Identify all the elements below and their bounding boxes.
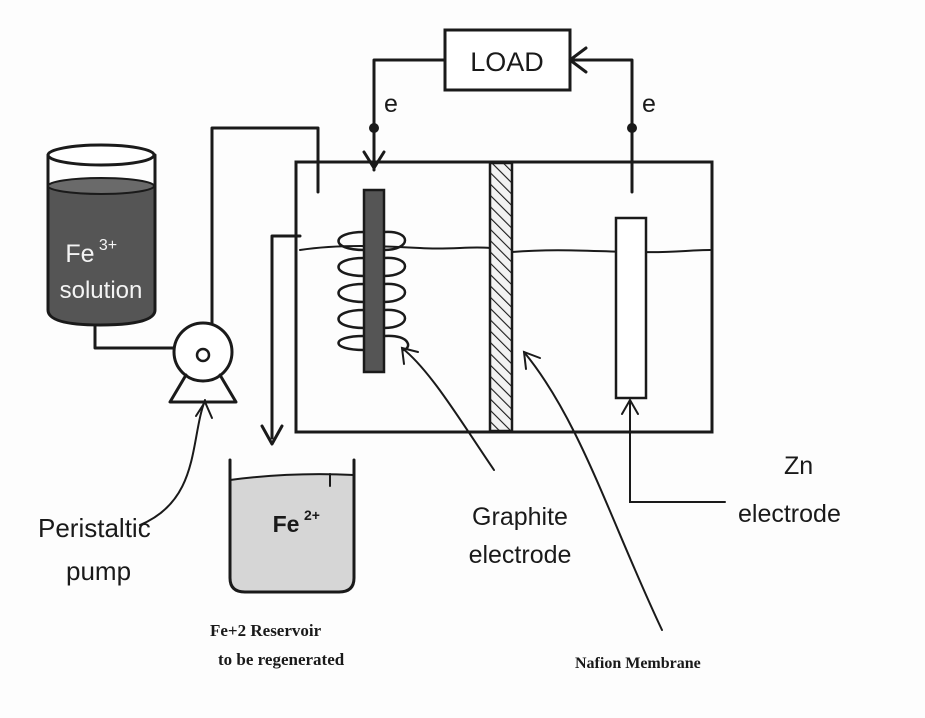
- pointer-lines: [139, 346, 726, 631]
- fe3-liquid: [48, 185, 155, 325]
- graphite-rod: [362, 188, 386, 374]
- fe2-label: Fe: [273, 511, 300, 537]
- fe2-reservoir: Fe 2+: [228, 458, 356, 594]
- left-arrowhead: [362, 150, 386, 170]
- load-arrowhead: [568, 46, 588, 74]
- nafion-label: Nafion Membrane: [575, 655, 701, 672]
- left-wire: [372, 58, 447, 172]
- zn-pointer: [629, 401, 726, 503]
- zn-electrode-label: electrode: [738, 500, 841, 528]
- pump-outlet-tube: [210, 126, 320, 325]
- pump-body: [172, 321, 234, 383]
- fe3-solution-tank: Fe 3+ solution: [46, 143, 157, 327]
- nafion-pointer: [523, 351, 663, 631]
- load-label: LOAD: [470, 47, 544, 77]
- pump-label: pump: [66, 556, 131, 586]
- fe3-superscript: 3+: [99, 237, 117, 254]
- graphite-pointer: [401, 347, 495, 471]
- fe3-tank-rim: [46, 143, 156, 167]
- pump-rotor: [195, 347, 211, 363]
- drain-arrowhead: [260, 424, 284, 446]
- zn-label: Zn: [784, 452, 813, 480]
- right-junction-dot: [627, 123, 637, 133]
- labels: Peristaltic pump Graphite electrode Zn e…: [38, 452, 841, 672]
- zn-electrode: [614, 216, 648, 400]
- fe3-liquid-surface: [47, 177, 155, 195]
- coil: [337, 230, 410, 352]
- fe2-superscript: 2+: [304, 507, 320, 523]
- reservoir-label-1: Fe+2 Reservoir: [210, 621, 322, 640]
- fe3-solution-label: solution: [60, 277, 143, 304]
- reservoir-label-2: to be regenerated: [218, 650, 345, 669]
- nafion-membrane: [488, 161, 514, 433]
- graphite-electrode-label: electrode: [469, 541, 572, 569]
- left-junction-dot: [369, 123, 379, 133]
- fe3-label: Fe: [65, 240, 94, 268]
- pump-stand: [168, 373, 238, 404]
- right-wire: [568, 58, 634, 194]
- pump-inlet-tube: [93, 323, 177, 350]
- pump-pointer: [139, 399, 206, 526]
- peristaltic-pump: [93, 126, 320, 404]
- fe2-container: [228, 458, 356, 594]
- drain-tube: [270, 234, 302, 440]
- electron-label-right: e: [642, 90, 656, 118]
- left-liquid-level: [299, 245, 491, 251]
- electron-label-left: e: [384, 90, 398, 118]
- external-circuit: e e: [362, 46, 656, 194]
- graphite-label: Graphite: [472, 503, 568, 531]
- right-liquid-level: [511, 249, 711, 254]
- load-box: LOAD: [443, 28, 572, 92]
- graphite-electrode: [337, 188, 410, 374]
- fe2-liquid: [230, 474, 354, 592]
- peristaltic-label: Peristaltic: [38, 513, 151, 543]
